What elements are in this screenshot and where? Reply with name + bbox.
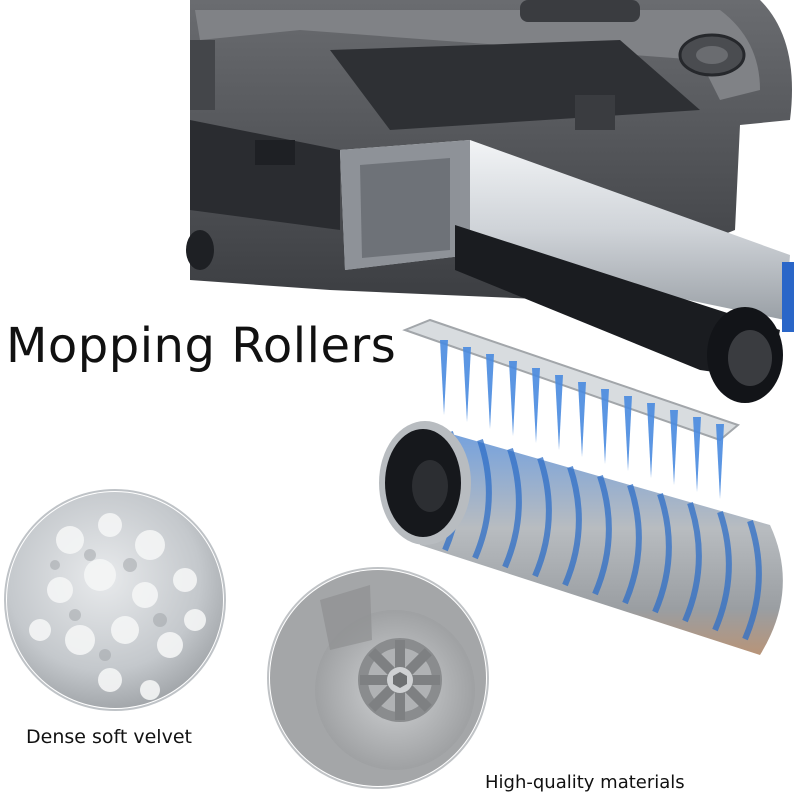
roller-housing — [340, 140, 794, 403]
water-spray-bar — [402, 318, 741, 499]
mopping-roller — [379, 421, 783, 655]
blue-edge-strip — [782, 262, 794, 332]
headline: Mopping Rollers — [6, 318, 397, 374]
feature-label-materials: High-quality materials — [485, 772, 685, 793]
water-jets — [440, 340, 724, 499]
roller-endcap-closeup-icon — [267, 567, 489, 789]
feature-label-velvet: Dense soft velvet — [26, 726, 192, 748]
velvet-texture-closeup-icon — [4, 489, 226, 711]
